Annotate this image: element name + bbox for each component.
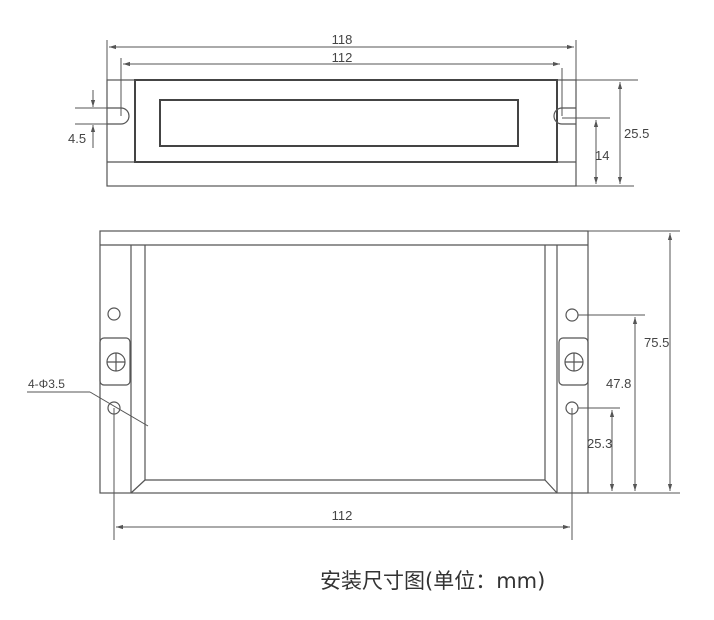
dim-75-5: 75.5 — [644, 335, 669, 350]
screw-icon — [106, 352, 126, 372]
dim-25-3: 25.3 — [587, 436, 612, 451]
bottom-view — [27, 230, 680, 540]
top-window — [159, 99, 519, 147]
top-outer-body — [106, 79, 577, 187]
top-view — [75, 40, 638, 187]
hole-callout: 4-Φ3.5 — [28, 377, 65, 391]
bottom-outer-body — [99, 230, 589, 494]
drawing-caption: 安装尺寸图(单位：mm) — [320, 569, 546, 593]
left-slot — [107, 107, 130, 125]
right-slot — [553, 107, 576, 125]
dim-47-8: 47.8 — [606, 376, 631, 391]
dim-112-bottom: 112 — [332, 508, 353, 523]
top-panel — [134, 79, 558, 163]
mount-hole — [107, 307, 121, 321]
mount-hole — [565, 308, 579, 322]
dim-14: 14 — [595, 148, 609, 163]
dim-4-5: 4.5 — [68, 131, 86, 146]
screw-icon — [564, 352, 584, 372]
left-screw-bracket — [99, 337, 131, 386]
dim-112-top: 112 — [332, 50, 353, 65]
dim-118: 118 — [332, 32, 353, 47]
right-screw-bracket — [558, 337, 589, 386]
dim-25-5: 25.5 — [624, 126, 649, 141]
